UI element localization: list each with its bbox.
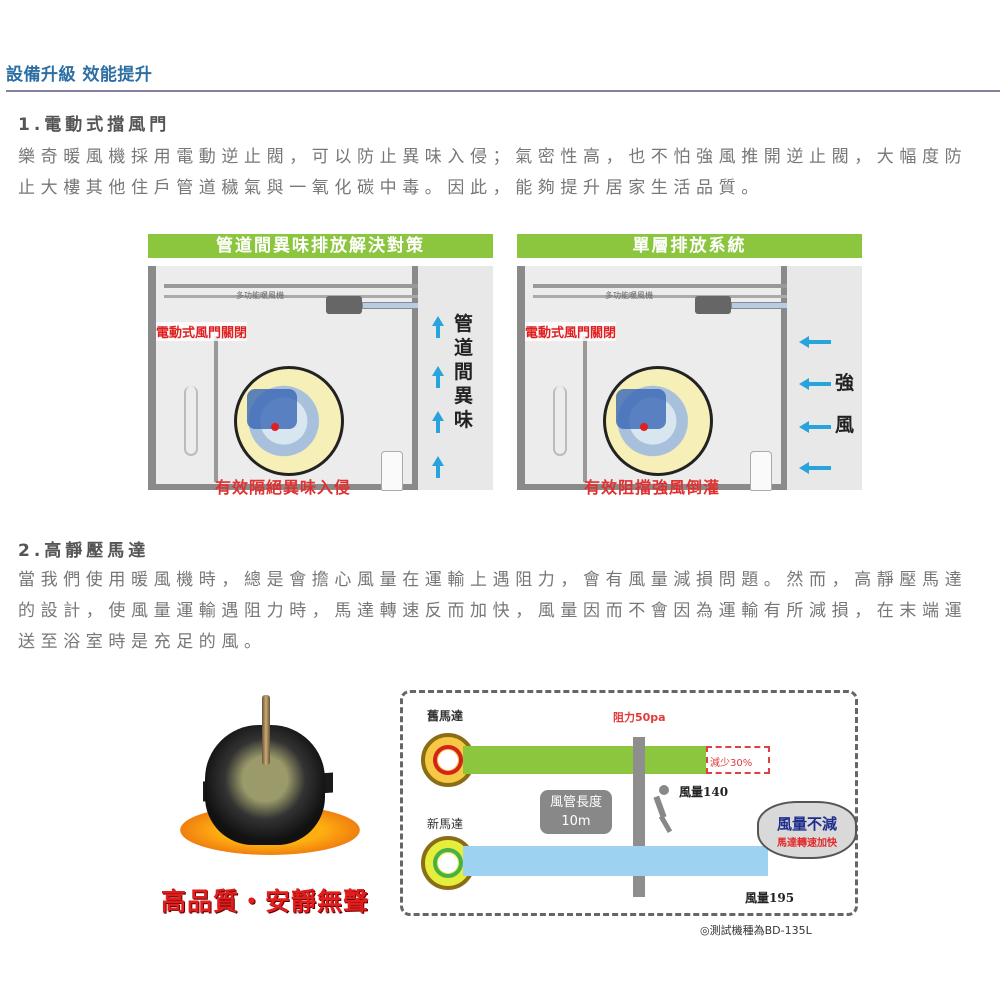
old-motor-label: 舊馬達 [427,709,464,723]
section-title: 設備升級 效能提升 [6,65,153,85]
arrow-left-icon [799,421,831,433]
arrow-left-icon [799,462,831,474]
damper-marker [271,423,279,431]
test-model-note: ◎測試機種為BD-135L [700,924,812,937]
person-torso [653,795,667,819]
pipe-length-box: 風管長度 10m [540,790,612,834]
ceiling [164,284,420,298]
airflow-comparison: 舊馬達 阻力50pa 減少30% 風量140 風管長度 10m 新馬達 風量不減… [400,690,858,916]
heater-fan-icon [326,296,362,314]
old-airflow-bar [463,746,706,774]
cloud-line2: 馬達轉速加快 [777,838,837,849]
badge-ring [433,848,463,878]
feature1-body: 樂奇暖風機採用電動逆止閥，可以防止異味入侵；氣密性高，也不怕強風推開逆止閥，大幅… [18,142,998,204]
feature1-heading: 1.電動式擋風門 [18,115,171,135]
pipe-label-line1: 風管長度 [549,795,602,810]
feature1-body-line1: 樂奇暖風機採用電動逆止閥，可以防止異味入侵；氣密性高，也不怕強風推開逆止閥，大幅… [18,147,968,167]
new-motor-label: 新馬達 [427,817,464,831]
loss-box: 減少30% [706,746,770,774]
fan-label: 多功能暖風機 [605,291,653,300]
resistance-label: 阻力50pa [613,711,666,724]
feature1-body-line2: 止大樓其他住戶管道穢氣與一氧化碳中毒。因此，能夠提升居家生活品質。 [18,178,764,198]
inner-wall [214,336,218,482]
damper-label: 電動式風門關閉 [156,322,248,341]
heater-fan-icon [695,296,731,314]
arrow-up-icon [432,456,444,478]
shower-icon [553,386,567,456]
motor-shaft [262,695,270,765]
cloud-line1: 風量不減 [776,815,837,833]
arrow-up-icon [432,411,444,433]
person-leg [658,814,673,834]
badge-ring [433,745,463,775]
bathroom-illustration: 多功能暖風機 電動式風門關閉 [517,266,793,491]
person-head [659,785,669,795]
arrow-left-icon [799,336,831,348]
diagram-banner: 單層排放系統 [517,234,862,258]
outside-wall: 強風 [787,266,862,490]
motor-caption: 高品質・安靜無聲 [160,887,369,916]
pushing-person-icon [651,785,677,834]
loss-label: 減少30% [710,758,753,769]
diagram-single-layer: 單層排放系統 多功能暖風機 電動式風門關閉 強風 有效阻擋強風倒灌 [517,234,862,497]
pipe-shaft: 管道間異味 [418,266,493,490]
inner-wall [583,336,587,482]
side-label: 強風 [835,372,855,436]
ceiling [533,284,789,298]
damper-label: 電動式風門關閉 [525,322,617,341]
feature2-body-line3: 送至浴室時是充足的風。 [18,632,267,652]
duct-icon [731,302,793,309]
side-label: 管道間異味 [454,313,474,431]
diagram-banner: 管道間異味排放解決對策 [148,234,493,258]
old-airflow-label: 風量140 [679,785,729,799]
new-airflow-label: 風量195 [745,891,795,905]
damper-closeup-icon [603,366,713,476]
motor-image [175,695,365,865]
speech-cloud: 風量不減 馬達轉速加快 [757,801,857,859]
shower-icon [184,386,198,456]
damper-blade [616,389,666,429]
feature2-heading: 2.高靜壓馬達 [18,541,150,561]
feature2-body-line1: 當我們使用暖風機時，總是會擔心風量在運輸上遇阻力，會有風量減損問題。然而，高靜壓… [18,570,968,590]
feature2-body-line2: 的設計，使風量運輸遇阻力時，馬達轉速反而加快，風量因而不會因為運輸有所減損，在末… [18,601,968,621]
arrow-up-icon [432,316,444,338]
bathroom-illustration: 多功能暖風機 電動式風門關閉 [148,266,424,491]
damper-closeup-icon [234,366,344,476]
pipe-label-line2: 10m [561,814,591,829]
duct-icon [362,302,424,309]
damper-marker [640,423,648,431]
feature2-body: 當我們使用暖風機時，總是會擔心風量在運輸上遇阻力，會有風量減損問題。然而，高靜壓… [18,565,998,658]
arrow-left-icon [799,378,831,390]
fan-label: 多功能暖風機 [236,291,284,300]
toilet-icon [750,451,772,491]
new-airflow-bar [463,846,768,876]
arrow-up-icon [432,366,444,388]
damper-blade [247,389,297,429]
diagram-shaft-odor: 管道間異味排放解決對策 多功能暖風機 電動式風門關閉 管道間異味 有效隔絕異味入… [148,234,493,497]
toilet-icon [381,451,403,491]
diagram-caption: 有效隔絕異味入侵 [214,478,351,497]
diagram-caption: 有效阻擋強風倒灌 [583,478,720,497]
section-header: 設備升級 效能提升 [6,62,1000,92]
